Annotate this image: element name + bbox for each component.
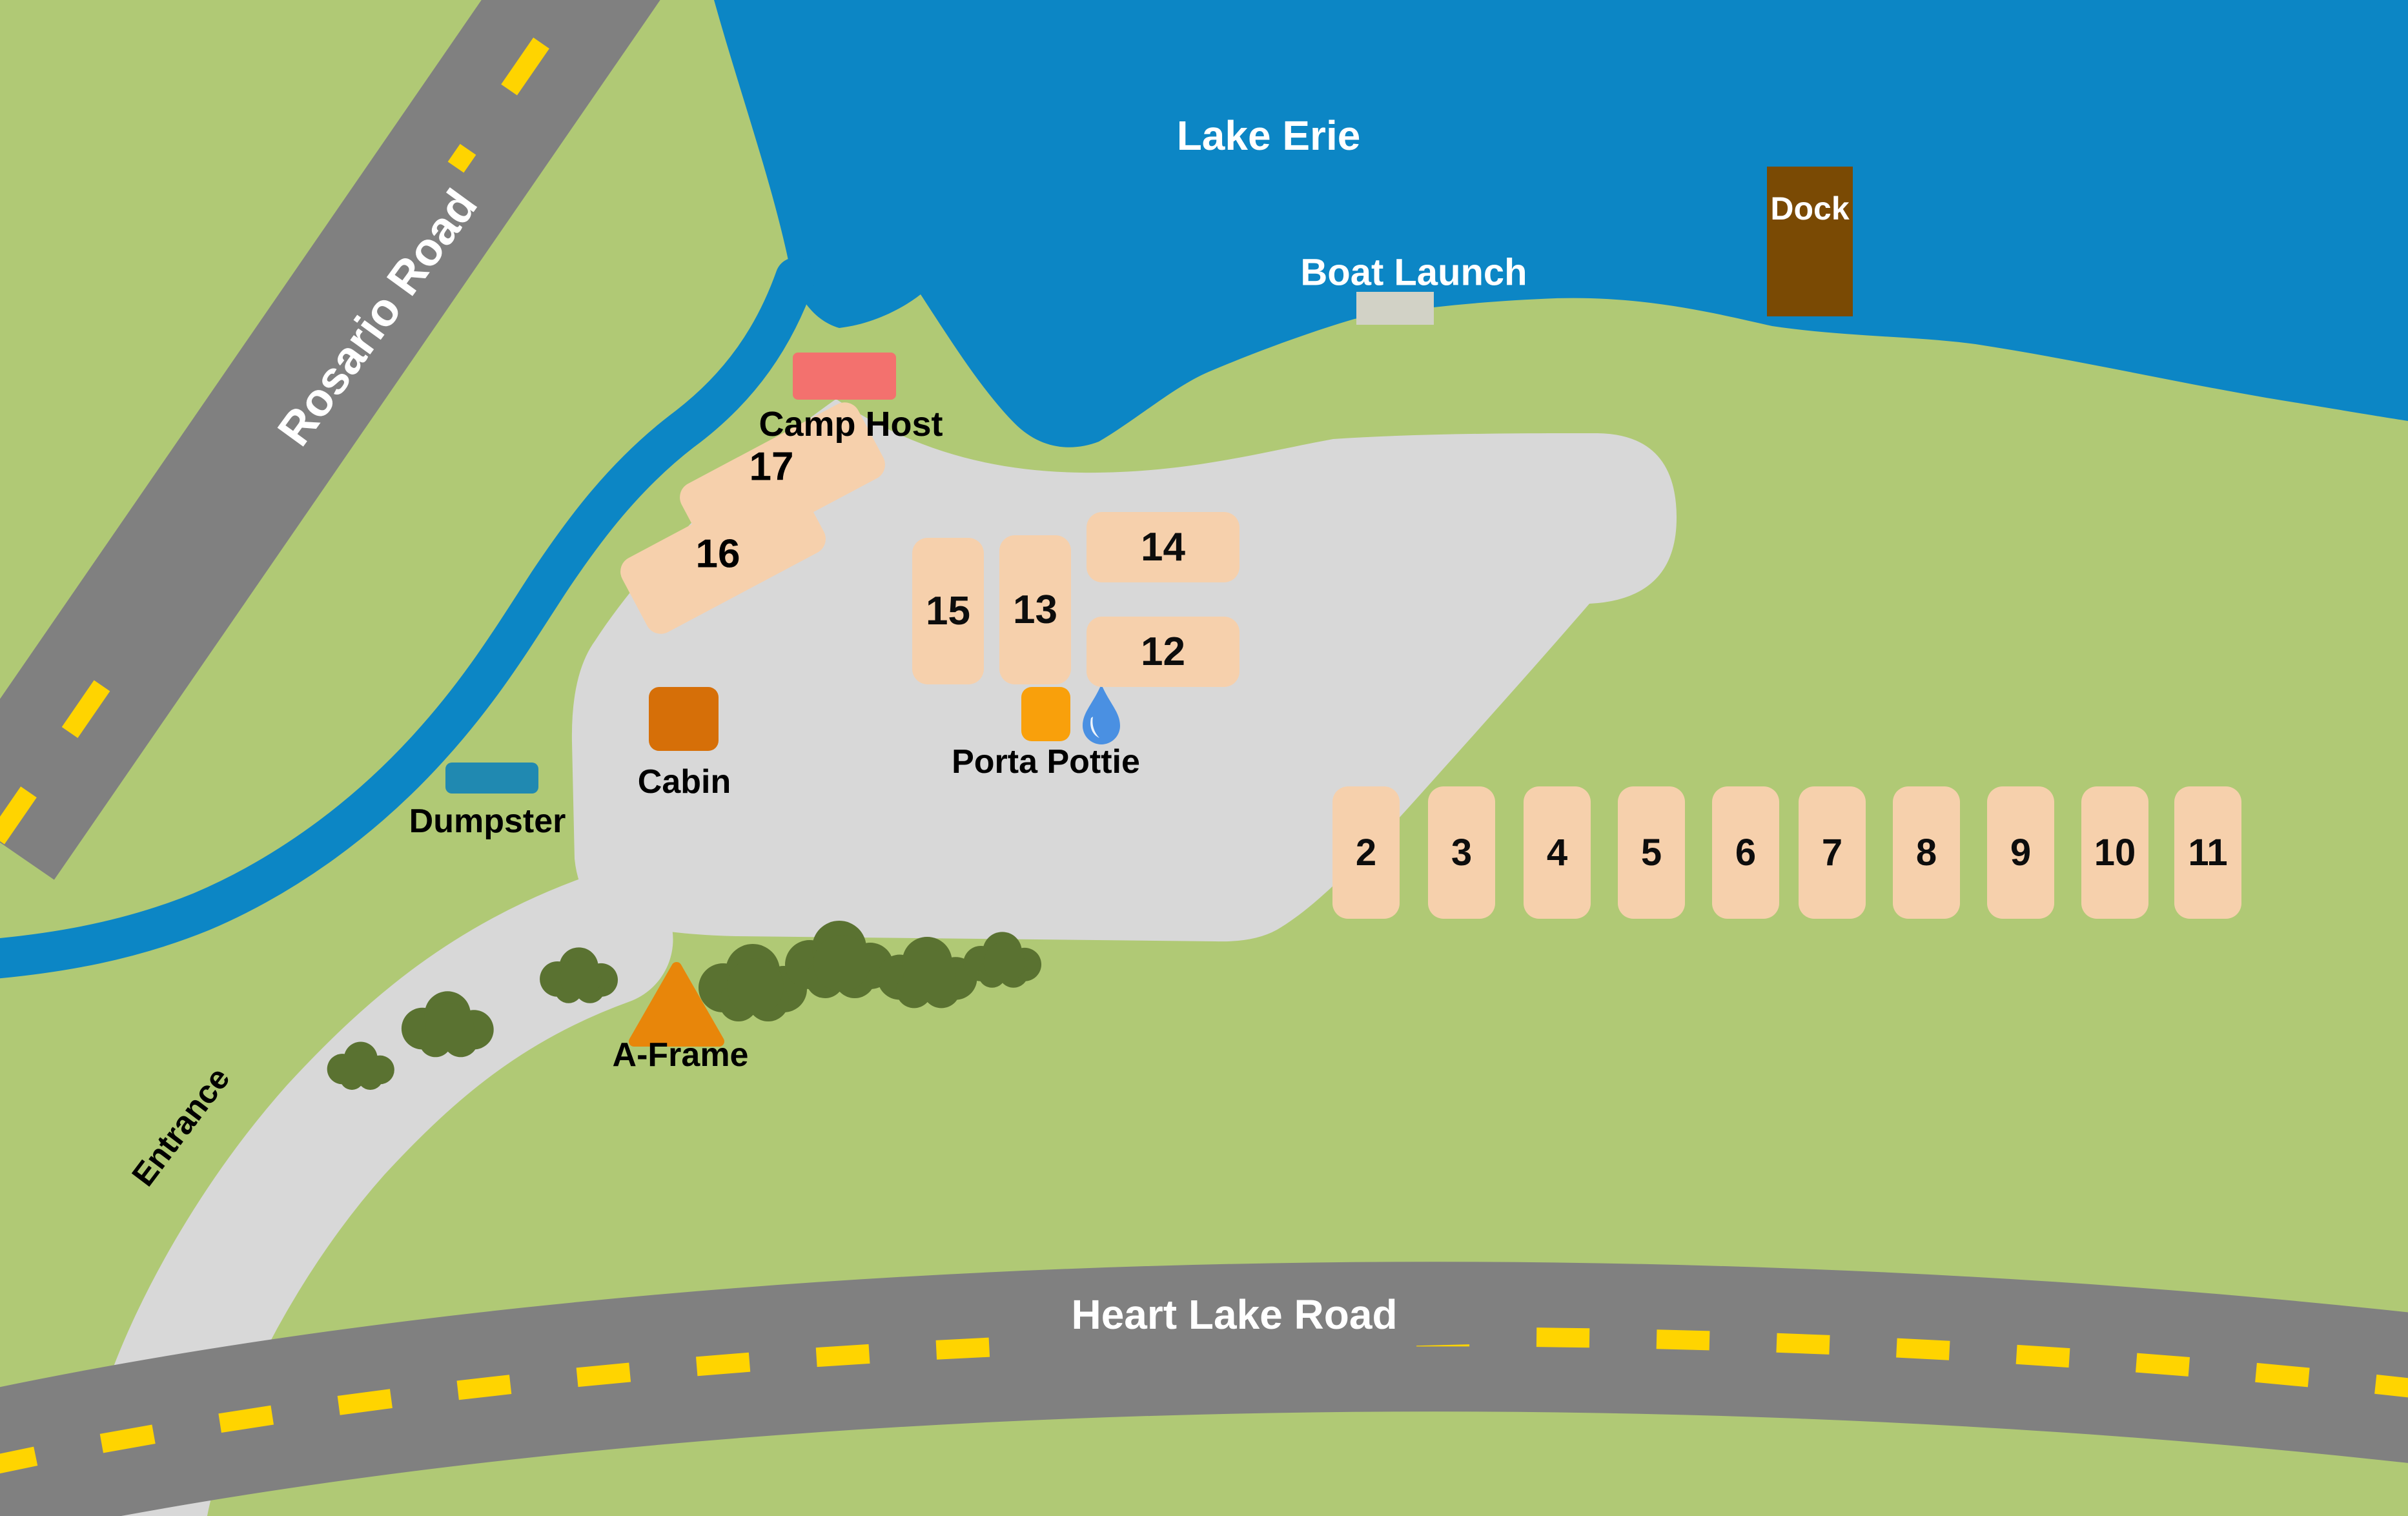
cabin-building [649, 687, 719, 751]
river [0, 258, 815, 979]
camp-host-building [793, 353, 896, 400]
boat-launch-label: Boat Launch [1300, 251, 1527, 294]
heart-lake-road-label-backing [1001, 1280, 1473, 1357]
campsite-3: 3 [1428, 786, 1495, 919]
rosario-road-center-dashes-top [447, 0, 583, 173]
campsite-4: 4 [1524, 786, 1591, 919]
campsite-7: 7 [1799, 786, 1866, 919]
dumpster-bin [445, 763, 538, 794]
lake-water [714, 0, 2408, 447]
camp-host-label: Camp Host [759, 405, 943, 444]
campsite-16-number: 16 [695, 531, 740, 577]
porta-pottie-label: Porta Pottie [952, 743, 1140, 781]
campsite-17-number: 17 [749, 444, 794, 489]
heart-lake-road-center-dashes [0, 1327, 2408, 1474]
lake-erie-label: Lake Erie [1176, 112, 1361, 159]
campsite-6: 6 [1712, 786, 1779, 919]
campsite-15: 15 [912, 538, 984, 684]
campsite-5: 5 [1618, 786, 1685, 919]
porta-pottie-building [1021, 687, 1070, 741]
campsite-12: 12 [1087, 617, 1240, 687]
boat-launch-ramp [1356, 292, 1434, 325]
rosario-road-center-dashes-bottom [0, 680, 110, 851]
campsite-11: 11 [2174, 786, 2241, 919]
dumpster-label: Dumpster [409, 803, 566, 840]
a-frame-icon [629, 962, 724, 1047]
cabin-label: Cabin [637, 763, 731, 801]
campsite-13: 13 [999, 535, 1071, 684]
water-drop-highlight [1090, 717, 1099, 738]
a-frame-label: A-Frame [612, 1036, 749, 1074]
heart-lake-road-label: Heart Lake Road [1071, 1291, 1398, 1338]
campsite-14: 14 [1087, 512, 1240, 582]
dock-structure: Dock [1767, 167, 1853, 316]
campsite-8: 8 [1893, 786, 1960, 919]
dock-label: Dock [1770, 190, 1850, 227]
campsite-2: 2 [1332, 786, 1400, 919]
campsite-10: 10 [2081, 786, 2148, 919]
campsite-9: 9 [1987, 786, 2054, 919]
